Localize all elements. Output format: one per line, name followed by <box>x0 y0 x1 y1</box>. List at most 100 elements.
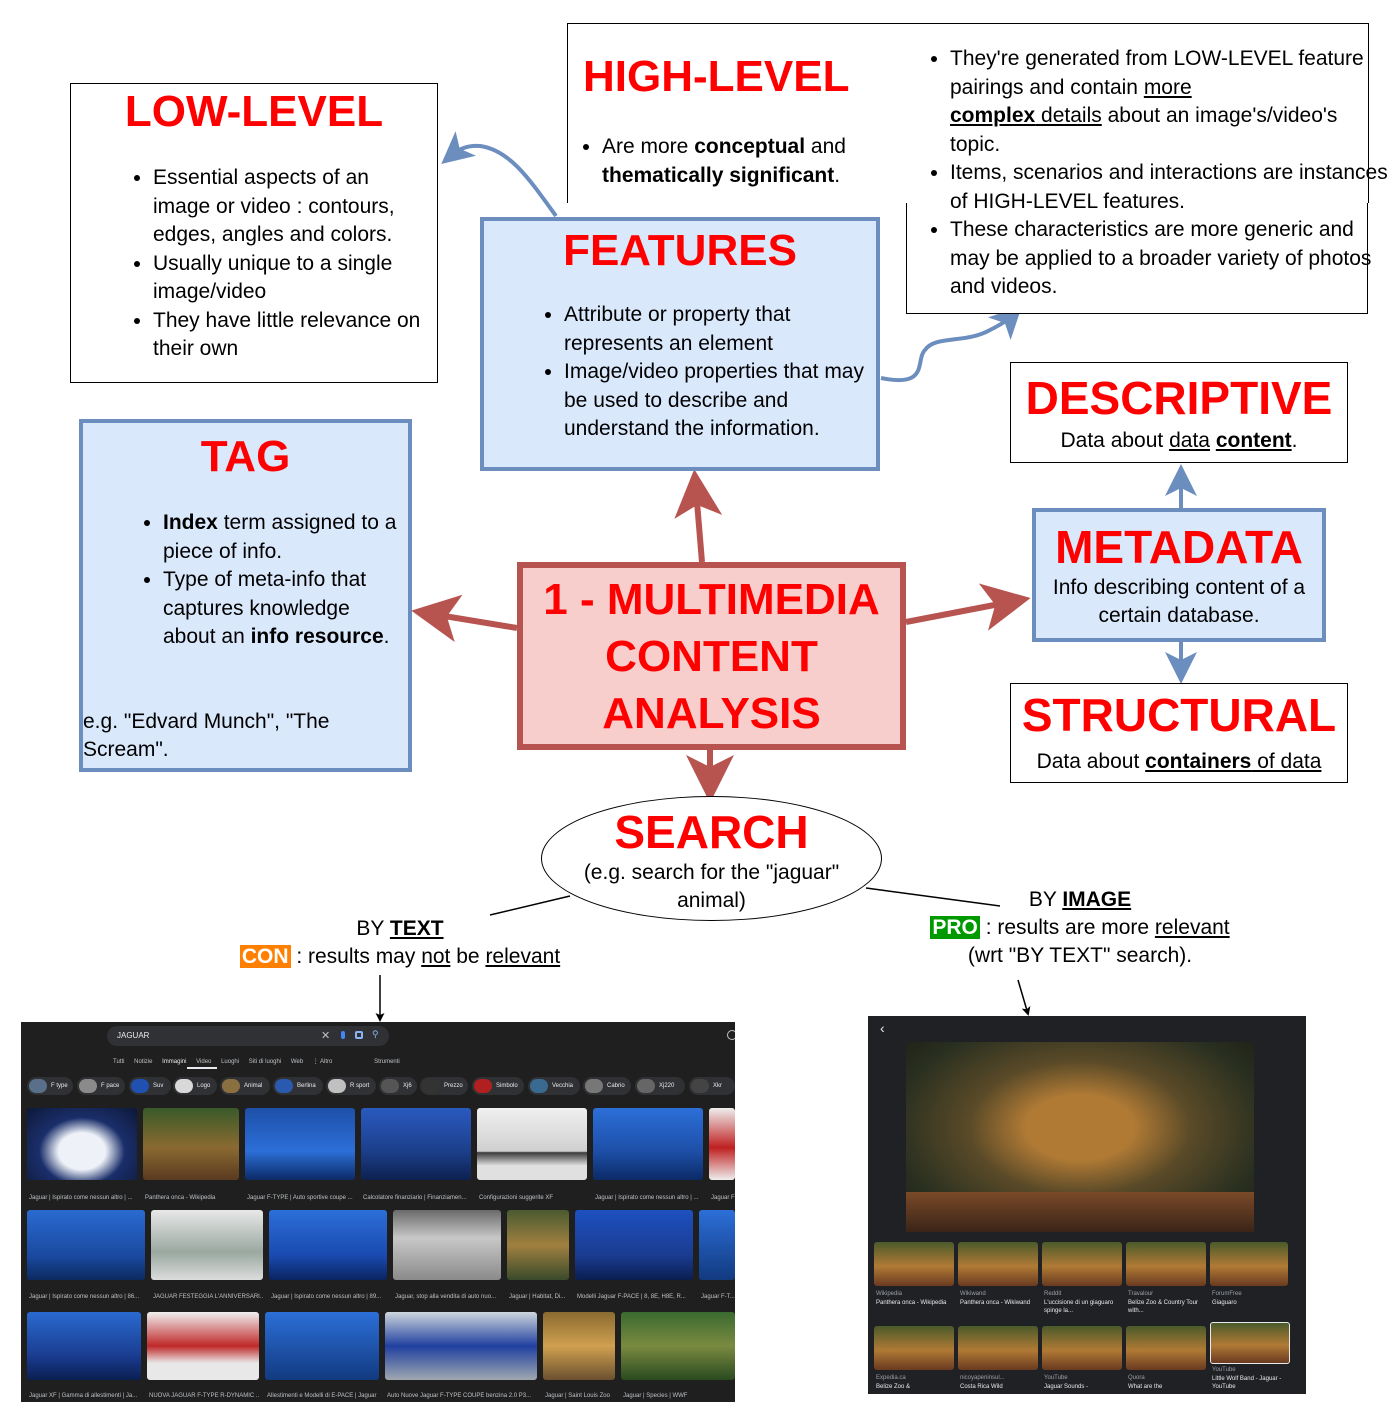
tab-web[interactable]: Web <box>290 1059 304 1065</box>
chip-suv[interactable]: Suv <box>129 1077 171 1095</box>
result-caption[interactable]: Jaguar | Ispirato come nessun altro | 86… <box>29 1294 140 1300</box>
result-thumbnail[interactable] <box>1210 1322 1290 1364</box>
result-thumbnail[interactable] <box>477 1108 587 1180</box>
result-thumbnail[interactable] <box>27 1312 141 1380</box>
result-thumbnail[interactable] <box>1126 1326 1206 1370</box>
result-thumbnail[interactable] <box>27 1210 145 1280</box>
result-caption[interactable]: Jaguar F-T... <box>701 1294 735 1300</box>
result-thumbnail[interactable] <box>699 1210 735 1280</box>
search-icon[interactable]: ⚲ <box>372 1029 379 1039</box>
tab-altro[interactable]: ⋮ Altro <box>312 1059 333 1065</box>
result-caption[interactable]: Jaguar | Habitat, Di... <box>509 1294 566 1300</box>
tab-video[interactable]: Video <box>196 1059 212 1065</box>
result-caption[interactable]: Allestimenti e Modelli di E-PACE | Jagua… <box>267 1393 377 1399</box>
result-thumbnail[interactable] <box>709 1108 735 1180</box>
result-caption[interactable]: JAGUAR FESTEGGIA L'ANNIVERSARI... <box>153 1294 263 1300</box>
result-title[interactable]: Costa Rica Wild <box>960 1384 1003 1390</box>
result-thumbnail[interactable] <box>958 1242 1038 1286</box>
result-thumbnail[interactable] <box>361 1108 471 1180</box>
line-search-to-by-text <box>489 895 571 916</box>
result-thumbnail[interactable] <box>385 1312 537 1380</box>
result-thumbnail[interactable] <box>874 1242 954 1286</box>
chip-xj220[interactable]: Xj220 <box>635 1077 685 1095</box>
result-title[interactable]: Belize Zoo & <box>876 1384 911 1390</box>
arrow-to-tag <box>411 594 518 643</box>
result-thumbnail[interactable] <box>1210 1242 1288 1286</box>
result-thumbnail[interactable] <box>393 1210 501 1280</box>
chip-xkr[interactable]: Xkr <box>689 1077 735 1095</box>
microphone-icon[interactable] <box>341 1031 345 1039</box>
result-caption[interactable]: Jaguar | Ispirato come nessun altro | 89… <box>271 1294 382 1300</box>
result-thumbnail[interactable] <box>265 1312 379 1380</box>
result-caption[interactable]: Jaguar | Saint Louis Zoo <box>545 1393 610 1399</box>
result-title[interactable]: Jaguar Sounds - <box>1044 1384 1089 1390</box>
result-thumbnail[interactable] <box>143 1108 239 1180</box>
result-caption[interactable]: Jaguar | Ispirato come nessun altro | ..… <box>595 1195 699 1201</box>
result-title[interactable]: Panthera onca - Wikiwand <box>960 1300 1031 1306</box>
result-thumbnail[interactable] <box>147 1312 259 1380</box>
chip-berlina[interactable]: Berlina <box>273 1077 323 1095</box>
result-thumbnail[interactable] <box>245 1108 355 1180</box>
result-thumbnail[interactable] <box>151 1210 263 1280</box>
chip-f-type[interactable]: F type <box>27 1077 73 1095</box>
clear-icon[interactable]: ✕ <box>321 1030 331 1042</box>
back-arrow-icon[interactable]: ‹ <box>880 1020 885 1036</box>
structural-box: STRUCTURAL Data about containers of data <box>1010 683 1348 783</box>
result-caption[interactable]: Jaguar | Ispirato come nessun altro | ..… <box>29 1195 133 1201</box>
chip-r-sport[interactable]: R sport <box>326 1077 376 1095</box>
list-item: Essential aspects of an image or video :… <box>153 164 431 250</box>
result-thumbnail[interactable] <box>27 1108 137 1180</box>
camera-lens-icon[interactable] <box>355 1031 363 1039</box>
result-thumbnail[interactable] <box>593 1108 703 1180</box>
result-thumbnail[interactable] <box>269 1210 387 1280</box>
settings-icon[interactable] <box>727 1030 735 1040</box>
result-caption[interactable]: Jaguar, stop alla vendita di auto nuo... <box>395 1294 497 1300</box>
result-caption[interactable]: Jaguar XF | Gamma di allestimenti | Ja..… <box>29 1393 138 1399</box>
result-thumbnail[interactable] <box>1042 1242 1122 1286</box>
tab-siti-di-luoghi[interactable]: Siti di luoghi <box>248 1059 282 1065</box>
result-caption[interactable]: Jaguar F-TYPE | Auto sportive coupe ... <box>247 1195 353 1201</box>
descriptive-title: DESCRIPTIVE <box>1025 372 1333 424</box>
result-caption[interactable]: Panthera onca - Wikipedia <box>145 1195 216 1201</box>
result-title[interactable]: What are the <box>1128 1384 1163 1390</box>
result-caption[interactable]: Calcolatore finanziario | Finanziamen... <box>363 1195 467 1201</box>
jaguar-image[interactable] <box>906 1042 1254 1232</box>
result-title[interactable]: Little Wolf Band - Jaguar - YouTube <box>1212 1376 1282 1390</box>
result-thumbnail[interactable] <box>1126 1242 1206 1286</box>
result-thumbnail[interactable] <box>507 1210 569 1280</box>
result-caption[interactable]: NUOVA JAGUAR F-TYPE R-DYNAMIC ... <box>149 1393 259 1399</box>
chip-xj6[interactable]: Xj6 <box>379 1077 417 1095</box>
result-thumbnail[interactable] <box>621 1312 735 1380</box>
result-caption[interactable]: Jaguar | Species | WWF <box>623 1393 688 1399</box>
tab-notizie[interactable]: Notizie <box>134 1059 153 1065</box>
chip-vecchia[interactable]: Vecchia <box>528 1077 580 1095</box>
text-search-results-screenshot: JAGUAR ✕ ⚲ Tutti Notizie Immagini Video … <box>21 1022 735 1402</box>
chip-cabrio[interactable]: Cabrio <box>583 1077 631 1095</box>
result-thumbnail[interactable] <box>543 1312 615 1380</box>
search-input[interactable]: JAGUAR ✕ ⚲ <box>107 1026 389 1046</box>
result-thumbnail[interactable] <box>958 1326 1038 1370</box>
result-caption[interactable]: Modelli Jaguar F-PACE | 8, 8E, H8E, R... <box>577 1294 686 1300</box>
tab-immagini[interactable]: Immagini <box>162 1059 187 1065</box>
result-thumbnail[interactable] <box>1042 1326 1122 1370</box>
result-caption[interactable]: Auto Nuove Jaguar F-TYPE COUPÉ benzina 2… <box>387 1393 532 1399</box>
result-title[interactable]: L'uccisione di un giaguaro spinge la... <box>1044 1300 1114 1314</box>
result-thumbnail[interactable] <box>575 1210 693 1280</box>
result-title[interactable]: Giaguaro <box>1212 1300 1237 1306</box>
list-item: These characteristics are more generic a… <box>950 216 1388 302</box>
result-title[interactable]: Panthera onca - Wikipedia <box>876 1300 947 1306</box>
chip-simbolo[interactable]: Simbolo <box>472 1077 524 1095</box>
chip-prezzo[interactable]: Prezzo <box>420 1077 468 1095</box>
tab-tutti[interactable]: Tutti <box>113 1059 125 1065</box>
chip-f-pace[interactable]: F pace <box>77 1077 125 1095</box>
result-caption[interactable]: Configurazioni suggerite XF <box>479 1195 554 1201</box>
chip-animal[interactable]: Animal <box>220 1077 270 1095</box>
result-title[interactable]: Belize Zoo & Country Tour with... <box>1128 1300 1198 1314</box>
result-caption[interactable]: Jaguar F-... <box>711 1195 735 1201</box>
chip-logo[interactable]: Logo <box>173 1077 217 1095</box>
features-list: Attribute or property that represents an… <box>484 301 876 444</box>
tab-luoghi[interactable]: Luoghi <box>221 1059 240 1065</box>
result-thumbnail[interactable] <box>874 1326 954 1370</box>
tab-strumenti[interactable]: Strumenti <box>374 1059 400 1065</box>
result-source: Quora <box>1128 1375 1145 1381</box>
